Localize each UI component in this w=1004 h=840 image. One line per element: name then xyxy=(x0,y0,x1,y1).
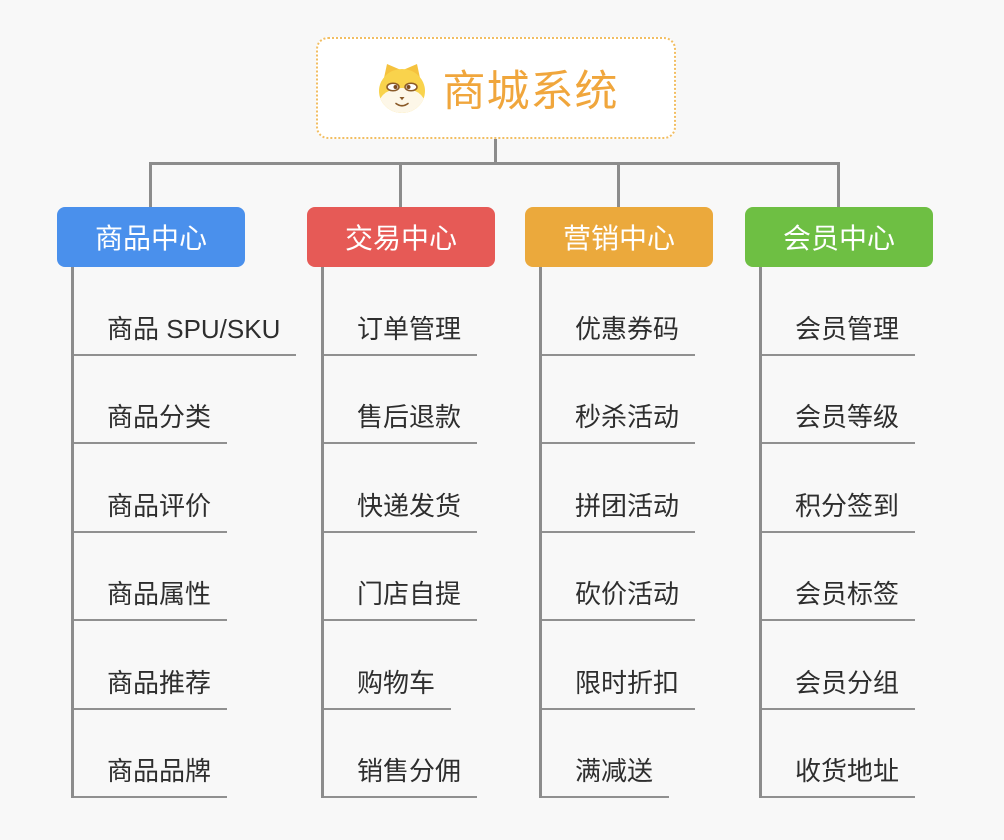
branch-label: 交易中心 xyxy=(344,223,457,254)
leaf-item: 拼团活动 xyxy=(542,486,696,533)
leaf-item: 商品评价 xyxy=(74,486,228,533)
branch-label: 会员中心 xyxy=(782,223,895,254)
connector-drop-member xyxy=(837,162,840,208)
leaf-item: 积分签到 xyxy=(762,486,916,533)
leaf-item: 优惠券码 xyxy=(542,309,696,356)
children-product-center: 商品 SPU/SKU 商品分类 商品评价 商品属性 商品推荐 商品品牌 xyxy=(71,267,297,798)
branch-node-marketing-center: 营销中心 xyxy=(525,207,713,267)
root-title: 商城系统 xyxy=(442,68,619,116)
leaf-item: 销售分佣 xyxy=(324,751,478,798)
dog-face-icon xyxy=(378,63,425,113)
leaf-item: 快递发货 xyxy=(324,486,478,533)
leaf-item: 会员标签 xyxy=(762,574,916,621)
leaf-item: 满减送 xyxy=(542,751,670,798)
root-node: 商城系统 xyxy=(316,37,676,139)
leaf-item: 售后退款 xyxy=(324,397,478,444)
leaf-item: 订单管理 xyxy=(324,309,478,356)
leaf-item: 收货地址 xyxy=(762,751,916,798)
leaf-item: 会员等级 xyxy=(762,397,916,444)
branch-node-trade-center: 交易中心 xyxy=(307,207,495,267)
leaf-item: 限时折扣 xyxy=(542,663,696,710)
leaf-item: 门店自提 xyxy=(324,574,478,621)
children-member-center: 会员管理 会员等级 积分签到 会员标签 会员分组 收货地址 xyxy=(759,267,916,798)
leaf-item: 商品品牌 xyxy=(74,751,228,798)
leaf-item: 会员管理 xyxy=(762,309,916,356)
leaf-item: 会员分组 xyxy=(762,663,916,710)
connector-drop-trade xyxy=(399,162,402,208)
connector-drop-product xyxy=(149,162,152,208)
branch-node-member-center: 会员中心 xyxy=(745,207,933,267)
connector-drop-marketing xyxy=(617,162,620,208)
leaf-item: 商品 SPU/SKU xyxy=(74,309,297,356)
connector-root-drop xyxy=(494,139,497,162)
leaf-item: 购物车 xyxy=(324,663,452,710)
leaf-item: 砍价活动 xyxy=(542,574,696,621)
connector-horizontal xyxy=(149,162,840,165)
leaf-item: 商品分类 xyxy=(74,397,228,444)
leaf-item: 秒杀活动 xyxy=(542,397,696,444)
children-trade-center: 订单管理 售后退款 快递发货 门店自提 购物车 销售分佣 xyxy=(321,267,478,798)
branch-label: 商品中心 xyxy=(94,223,207,254)
leaf-item: 商品推荐 xyxy=(74,663,228,710)
leaf-item: 商品属性 xyxy=(74,574,228,621)
branch-node-product-center: 商品中心 xyxy=(57,207,245,267)
branch-label: 营销中心 xyxy=(562,223,675,254)
children-marketing-center: 优惠券码 秒杀活动 拼团活动 砍价活动 限时折扣 满减送 xyxy=(539,267,696,798)
